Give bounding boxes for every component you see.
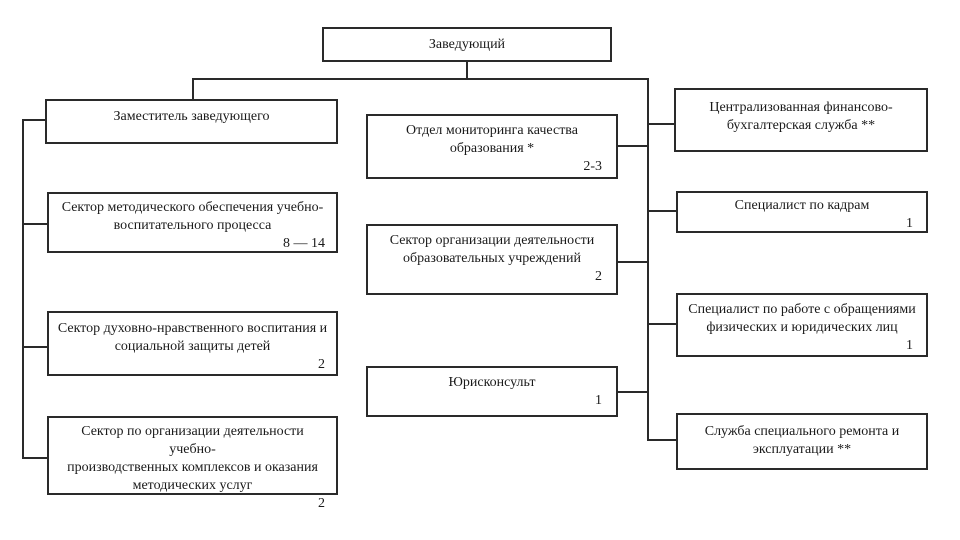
staff-count: 8 — 14 [283,236,325,251]
org-node-citizen-requests-specialist: Специалист по работе с обращениями физич… [676,293,928,357]
org-node-label: Сектор организации деятельности образова… [389,233,595,266]
org-node-deputy-head: Заместитель заведующего [45,99,338,144]
staff-count: 2 [318,496,325,511]
org-node-legal-counsel: Юрисконсульт 1 [366,366,618,417]
connector-right-branch-1 [649,123,674,125]
org-node-label: Юрисконсульт [448,375,536,390]
org-node-label: Заместитель заведующего [113,109,270,124]
connector-left-branch-1 [22,223,47,225]
connector-root-stem [466,62,468,79]
connector-middle-branch-3 [618,391,647,393]
staff-count: 2 [318,357,325,372]
org-node-sector-institution-activities: Сектор организации деятельности образова… [366,224,618,295]
staff-count: 2-3 [583,159,602,174]
connector-right-branch-4 [649,439,676,441]
org-node-label: Отдел мониторинга качества образования * [406,123,578,156]
org-node-label: Сектор по организации деятельности учебн… [67,424,318,493]
org-node-sector-spiritual-education: Сектор духовно-нравственного воспитания … [47,311,338,376]
connector-top-horizontal [192,78,649,80]
org-node-hr-specialist: Специалист по кадрам 1 [676,191,928,233]
connector-left-branch-3 [22,457,47,459]
connector-middle-branch-1 [618,145,647,147]
org-node-sector-training-complexes: Сектор по организации деятельности учебн… [47,416,338,511]
org-node-label: Служба специального ремонта и эксплуатац… [704,424,900,457]
connector-left-rail [22,119,24,459]
staff-count: 1 [595,393,602,408]
org-node-monitoring-department: Отдел мониторинга качества образования *… [366,114,618,179]
org-node-special-repair-service: Служба специального ремонта и эксплуатац… [676,413,928,470]
org-node-label: Заведующий [428,36,506,52]
connector-right-rail [647,78,649,441]
org-node-label: Специалист по кадрам [734,198,870,213]
connector-right-branch-2 [649,210,676,212]
staff-count: 1 [906,338,913,353]
connector-left-branch-2 [22,346,47,348]
org-node-label: Сектор методического обеспечения учебно-… [61,200,324,233]
staff-count: 1 [906,216,913,231]
org-node-sector-methodical-support: Сектор методического обеспечения учебно-… [47,192,338,253]
org-node-label: Сектор духовно-нравственного воспитания … [57,321,328,354]
org-node-label: Централизованная финансово- бухгалтерска… [709,100,893,133]
org-node-centralized-accounting: Централизованная финансово- бухгалтерска… [674,88,928,152]
connector-right-branch-3 [649,323,676,325]
connector-deputy-drop [192,78,194,99]
org-node-head: Заведующий [322,27,612,62]
org-node-label: Специалист по работе с обращениями физич… [688,302,916,335]
connector-deputy-branch [22,119,45,121]
staff-count: 2 [595,269,602,284]
connector-middle-branch-2 [618,261,647,263]
